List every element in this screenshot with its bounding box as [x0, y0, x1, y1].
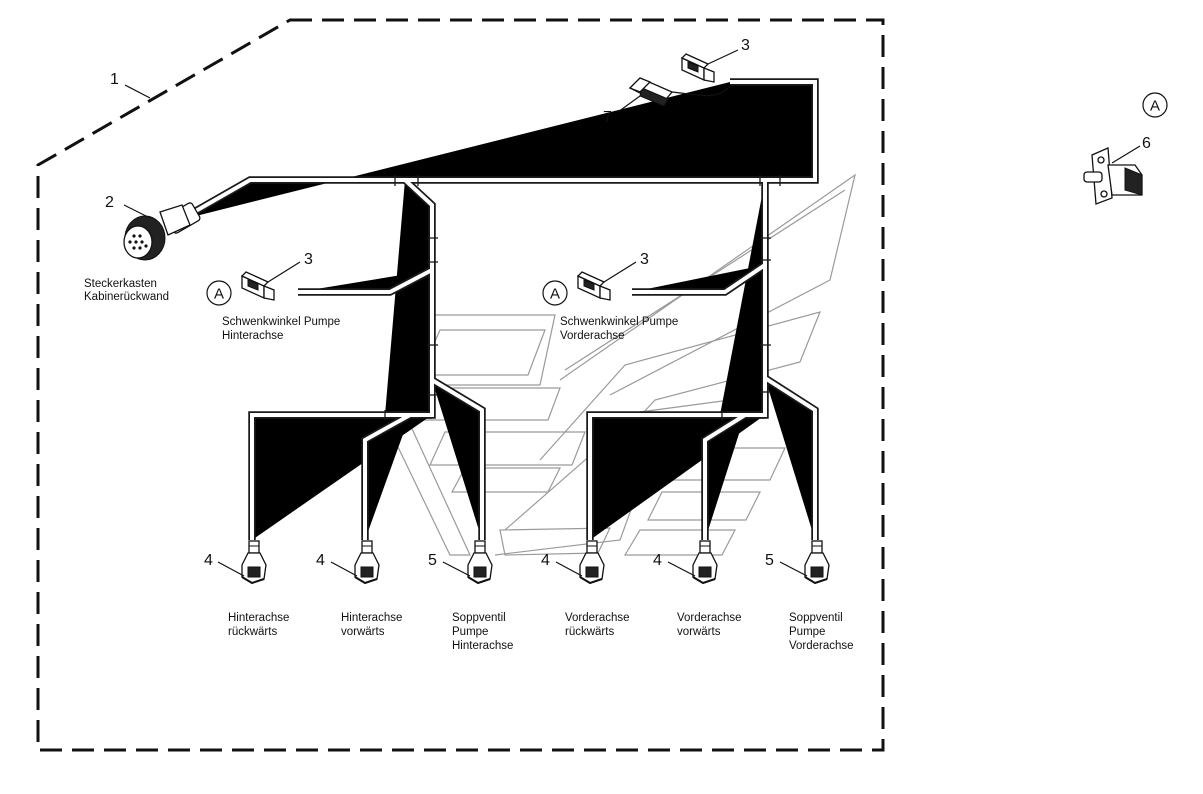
label-conn5-line2: vorwärts [677, 626, 721, 638]
callout-5-b: 5 [765, 552, 774, 569]
label-conn2-line2: vorwärts [341, 626, 385, 638]
callout-6: 6 [1142, 135, 1151, 152]
label-hinterachse-pumpe: Hinterachse [222, 330, 283, 342]
label-schwenkwinkel-h: Schwenkwinkel Pumpe [222, 316, 340, 328]
plug-connector-soppventil-vorderachse [804, 540, 830, 584]
label-conn3-line2: Pumpe [452, 626, 488, 638]
label-conn6-line1: Soppventil [789, 612, 843, 624]
callout-1: 1 [110, 71, 119, 88]
connector-7 [628, 77, 674, 107]
label-conn1-line1: Hinterachse [228, 612, 289, 624]
leader-lines [123, 49, 1141, 577]
label-conn3-line3: Hinterachse [452, 640, 513, 652]
label-conn3-line1: Soppventil [452, 612, 506, 624]
flat-connector-3-vorderachse [577, 271, 611, 301]
label-kabinerueckwand: Kabinerückwand [84, 291, 169, 303]
label-conn4-line1: Vorderachse [565, 612, 630, 624]
plug-connector-hinterachse-rueckwaerts [241, 540, 267, 584]
callout-3-hinterachse: 3 [304, 251, 313, 268]
assembly-boundary [36, 18, 885, 752]
callout-4-d: 4 [653, 552, 662, 569]
callout-5-a: 5 [428, 552, 437, 569]
label-steckerkasten: Steckerkasten [84, 278, 157, 290]
callout-3-top: 3 [741, 37, 750, 54]
round-connector-2 [123, 202, 201, 261]
callout-4-b: 4 [316, 552, 325, 569]
callout-3-vorderachse: 3 [640, 251, 649, 268]
label-conn4-line2: rückwärts [565, 626, 614, 638]
plug-connector-vorderachse-vorwaerts [692, 540, 718, 584]
label-conn6-line3: Vorderachse [789, 640, 854, 652]
detail-marker-a-sensor: A [1150, 98, 1160, 115]
harness-wires [180, 82, 815, 540]
flat-connector-3-hinterachse [241, 271, 275, 301]
callout-4-a: 4 [204, 552, 213, 569]
label-schwenkwinkel-v: Schwenkwinkel Pumpe [560, 316, 678, 328]
plug-connector-hinterachse-vorwaerts [354, 540, 380, 584]
callout-4-c: 4 [541, 552, 550, 569]
sensor-6 [1083, 147, 1143, 205]
label-conn6-line2: Pumpe [789, 626, 825, 638]
flat-connector-3-top [681, 53, 715, 83]
label-conn5-line1: Vorderachse [677, 612, 742, 624]
detail-marker-a-vorderachse: A [550, 286, 560, 303]
callout-7: 7 [603, 109, 612, 126]
callout-2: 2 [105, 194, 114, 211]
detail-marker-a-hinterachse: A [214, 286, 224, 303]
label-conn1-line2: rückwärts [228, 626, 277, 638]
label-conn2-line1: Hinterachse [341, 612, 402, 624]
plug-connector-soppventil-hinterachse [467, 540, 493, 584]
label-vorderachse-pumpe: Vorderachse [560, 330, 625, 342]
